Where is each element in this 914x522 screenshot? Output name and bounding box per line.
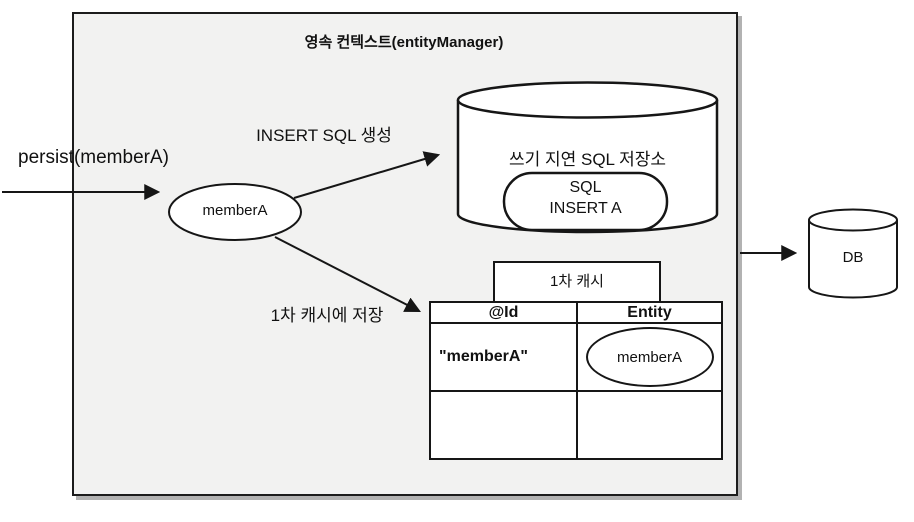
first-cache-arrow-label: 1차 캐시에 저장: [270, 306, 384, 325]
queued-sql-line1: SQL: [569, 179, 602, 196]
insert-sql-arrow-label: INSERT SQL 생성: [256, 126, 392, 145]
persist-call-label: persist(memberA): [18, 147, 169, 168]
first-cache-title-box: 1차 캐시: [493, 261, 661, 303]
queued-sql-line2: INSERT A: [549, 200, 622, 217]
table-row2-id-cell: [431, 392, 578, 458]
cached-entity-ellipse: memberA: [585, 327, 714, 387]
table-row1-id-cell: "memberA": [431, 324, 578, 392]
column-header-id: @Id: [431, 303, 578, 324]
table-row1-entity-cell: memberA: [578, 324, 721, 392]
db-label: DB: [842, 249, 864, 266]
member-entity-label: memberA: [202, 202, 268, 219]
table-row2-entity-cell: [578, 392, 721, 458]
first-cache-table: @Id Entity "memberA" memberA: [429, 301, 723, 460]
column-header-entity: Entity: [578, 303, 721, 324]
queued-sql-text: SQL INSERT A: [504, 177, 667, 219]
sql-store-title: 쓰기 지연 SQL 저장소: [508, 150, 667, 169]
diagram-title: 영속 컨텍스트(entityManager): [304, 34, 504, 51]
